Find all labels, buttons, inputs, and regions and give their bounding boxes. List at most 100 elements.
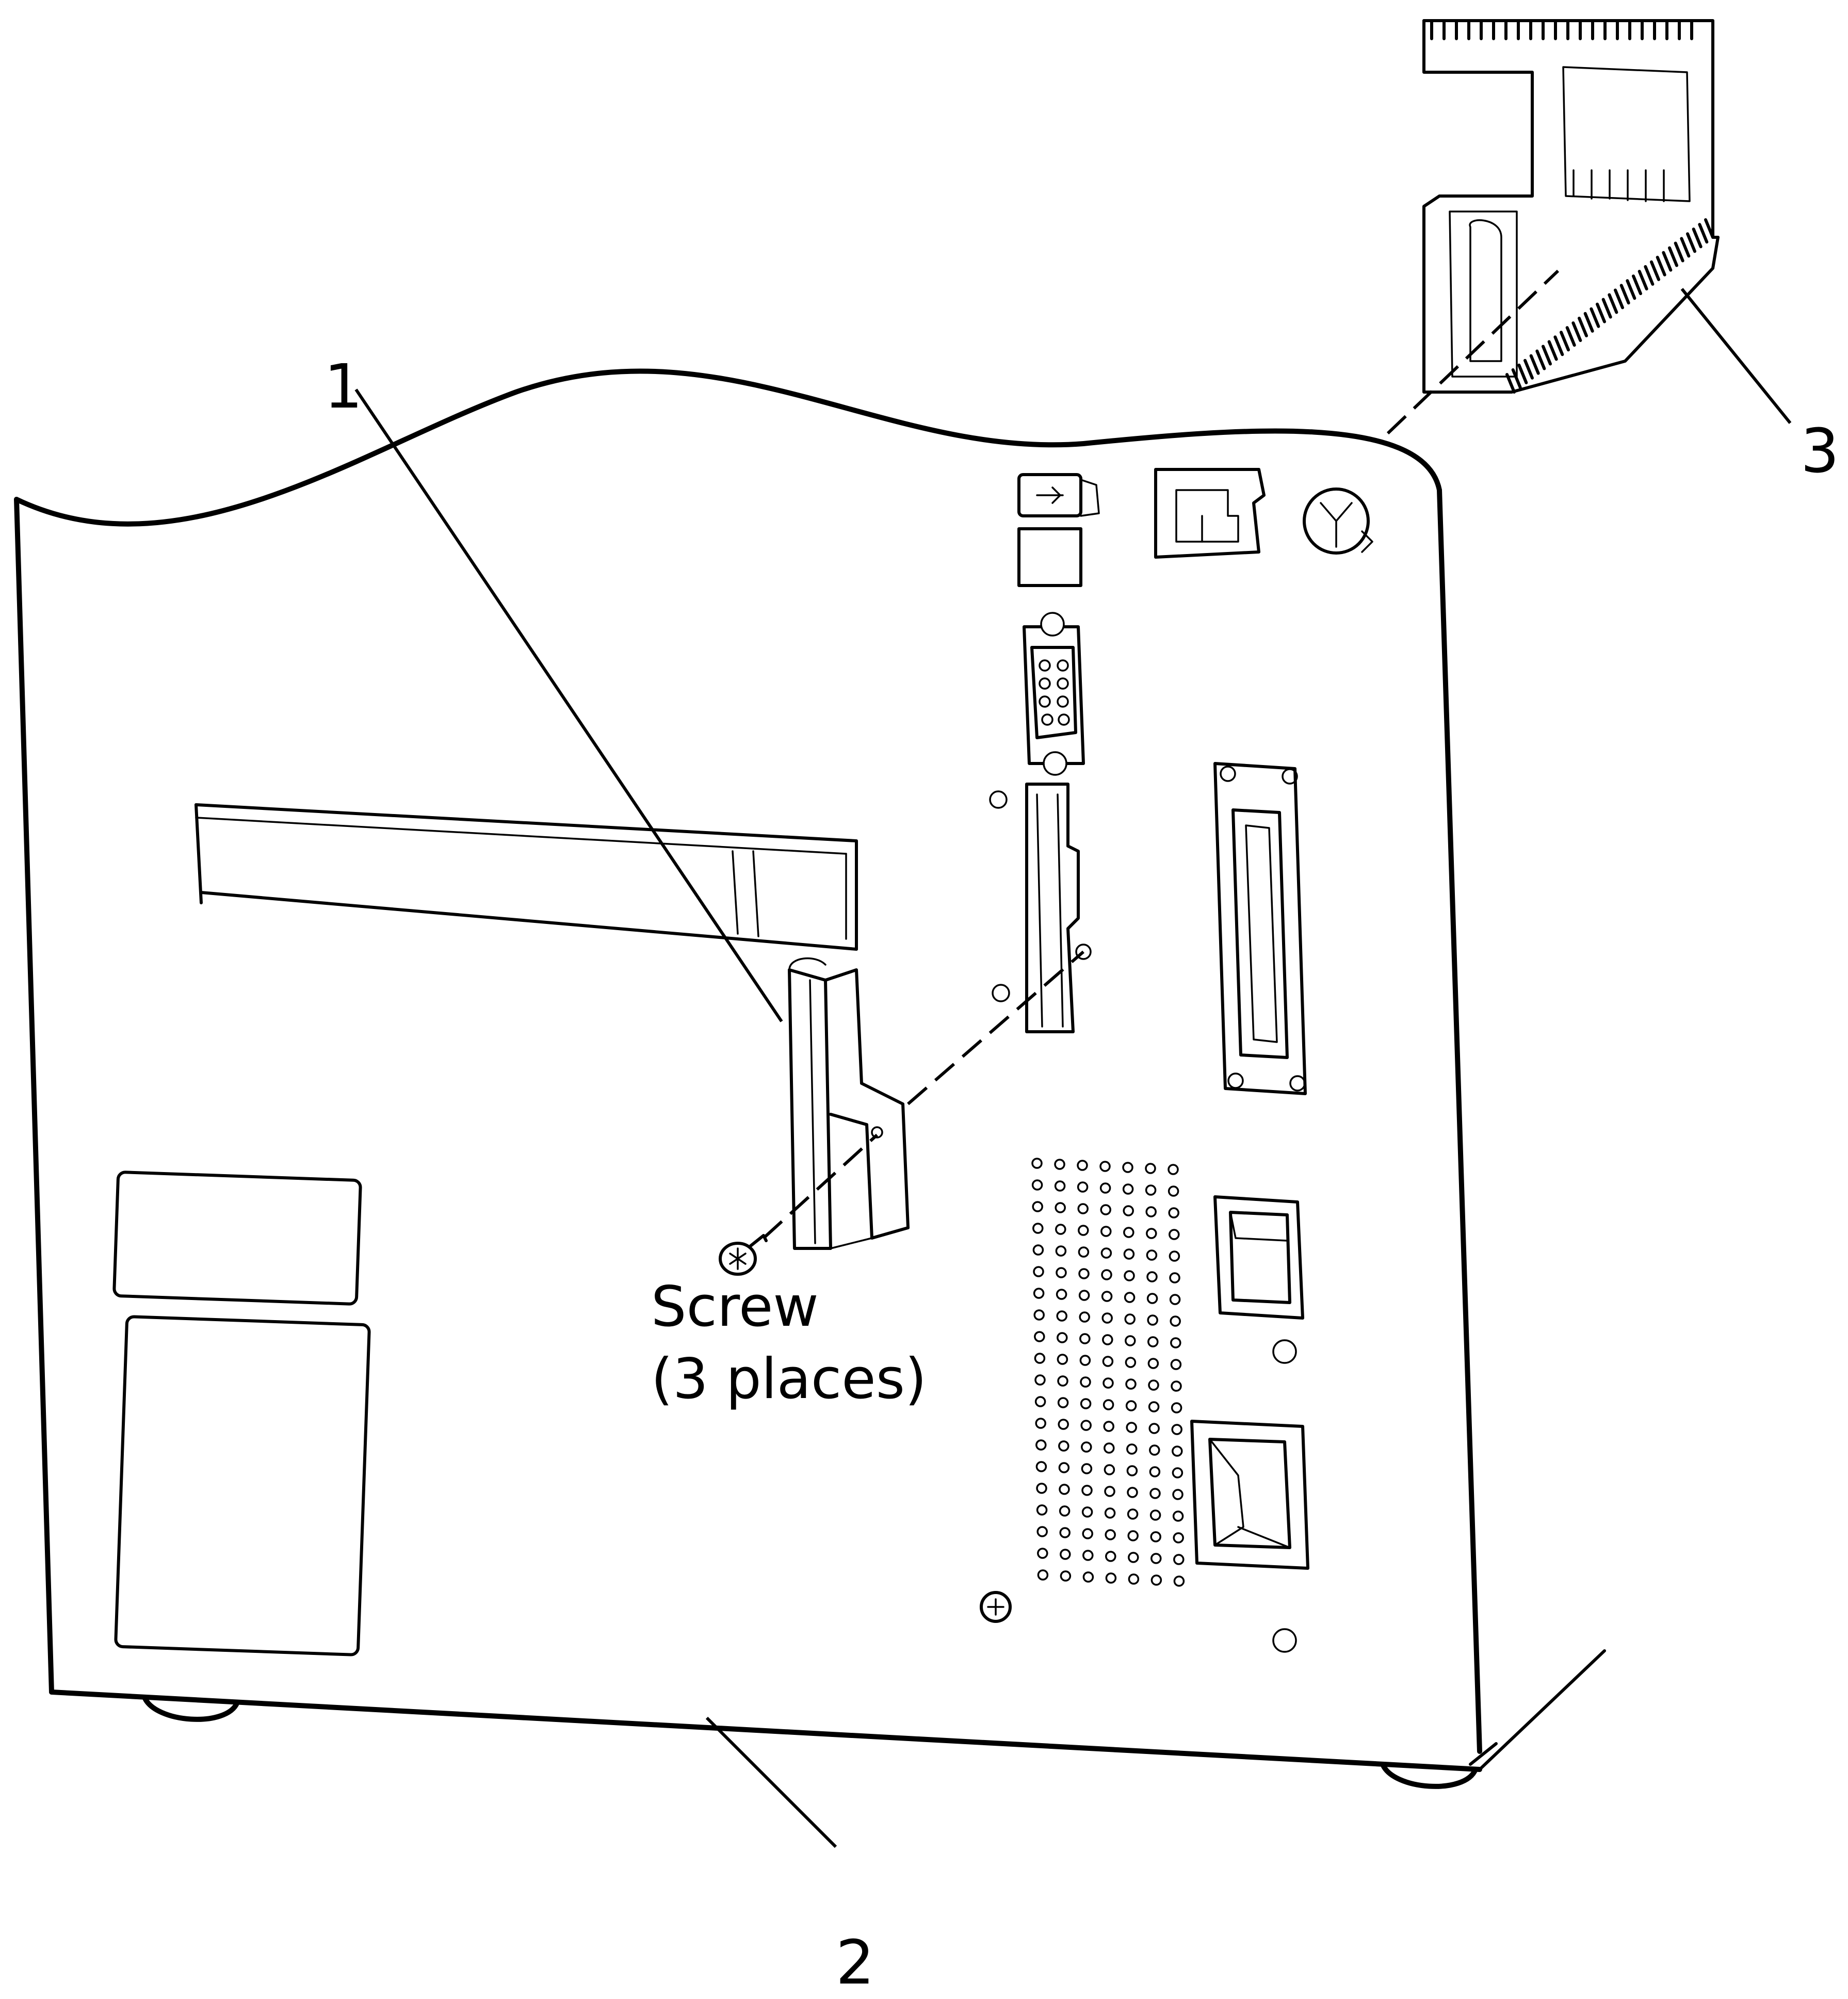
- vent-hole: [1058, 1419, 1069, 1430]
- vent-hole: [1170, 1359, 1182, 1370]
- vent-hole: [1031, 1179, 1043, 1191]
- vent-hole: [1036, 1483, 1047, 1494]
- vent-hole: [1146, 1249, 1158, 1261]
- vent-hole: [1035, 1439, 1047, 1451]
- vent-hole: [1036, 1504, 1048, 1516]
- connector-bracket: [989, 783, 1092, 1033]
- vent-hole: [1082, 1528, 1093, 1539]
- vent-hole: [1150, 1553, 1162, 1564]
- vent-hole: [1149, 1509, 1161, 1521]
- vent-hole: [1172, 1489, 1184, 1500]
- vent-hole: [1055, 1202, 1066, 1213]
- vent-hole: [1169, 1229, 1180, 1240]
- vent-hole: [1078, 1246, 1090, 1258]
- cover-dash-line: [1386, 269, 1560, 435]
- vent-hole: [1101, 1291, 1113, 1302]
- panel-screw-b: [1272, 1628, 1297, 1653]
- vent-hole: [1082, 1571, 1094, 1583]
- vent-hole: [1171, 1424, 1182, 1435]
- vent-hole: [1035, 1461, 1047, 1472]
- vent-hole: [1104, 1507, 1116, 1519]
- vent-hole: [1169, 1272, 1180, 1283]
- vent-hole: [1168, 1207, 1179, 1218]
- vent-hole: [1148, 1379, 1159, 1391]
- power-inlet-icon: [1190, 1420, 1309, 1570]
- rear-cover-panel: [1422, 19, 1720, 394]
- vent-hole: [1057, 1332, 1068, 1343]
- vent-hole: [1080, 1398, 1092, 1409]
- vent-hole: [1147, 1358, 1159, 1369]
- vent-hole: [1105, 1572, 1117, 1584]
- vent-hole: [1032, 1223, 1044, 1234]
- vent-hole: [1147, 1336, 1159, 1347]
- vent-hole: [1125, 1357, 1137, 1368]
- vent-hole: [1077, 1160, 1088, 1171]
- vent-hole: [1150, 1574, 1162, 1586]
- vent-hole: [1031, 1158, 1043, 1169]
- vent-hole: [1124, 1270, 1135, 1281]
- vent-hole: [1123, 1227, 1134, 1238]
- vent-hole: [1034, 1353, 1046, 1364]
- vent-hole: [1103, 1377, 1114, 1389]
- vent-hole: [1101, 1312, 1113, 1324]
- vent-hole: [1102, 1356, 1114, 1367]
- vent-hole: [1033, 1309, 1045, 1321]
- vent-hole: [1079, 1333, 1091, 1344]
- vent-hole: [1123, 1205, 1134, 1216]
- vent-hole: [1145, 1206, 1157, 1217]
- vent-hole: [1171, 1380, 1182, 1392]
- usb-port-icon: [1017, 473, 1100, 587]
- vent-hole: [1149, 1488, 1161, 1499]
- vent-hole: [1034, 1374, 1046, 1386]
- vent-hole: [1126, 1422, 1137, 1433]
- vent-hole: [1105, 1529, 1116, 1540]
- vent-hole: [1146, 1228, 1157, 1239]
- vent-hole: [1146, 1293, 1158, 1304]
- vent-hole: [1032, 1244, 1044, 1256]
- vent-hole: [1122, 1183, 1134, 1195]
- vent-hole: [1170, 1337, 1181, 1348]
- vent-hole: [1056, 1310, 1067, 1322]
- screw-dash-line-a: [762, 1133, 879, 1240]
- screw-icon: [719, 1234, 768, 1276]
- cover-serrations: [1430, 19, 1714, 394]
- vent-hole: [1122, 1162, 1133, 1173]
- vent-hole: [1035, 1418, 1046, 1429]
- cable-bracket: [788, 957, 910, 1250]
- vent-hole: [1033, 1266, 1044, 1277]
- vent-hole: [1060, 1549, 1071, 1560]
- vent-hole: [1146, 1271, 1158, 1282]
- vent-hole: [1128, 1552, 1139, 1563]
- vent-hole: [1059, 1505, 1071, 1517]
- vent-hole: [1149, 1444, 1160, 1456]
- vent-hole: [1081, 1441, 1092, 1453]
- vent-hole: [1126, 1465, 1138, 1476]
- vent-hole: [1057, 1354, 1068, 1365]
- leader-line-1: [354, 388, 783, 1022]
- vent-hole: [1101, 1269, 1112, 1280]
- vent-hole: [1058, 1440, 1069, 1452]
- vent-hole: [1077, 1181, 1089, 1193]
- vent-hole: [1078, 1290, 1090, 1301]
- vent-hole: [1080, 1376, 1091, 1388]
- vent-hole: [1105, 1551, 1116, 1562]
- vent-hole: [1036, 1526, 1048, 1537]
- round-connector: [1303, 487, 1373, 555]
- vent-hole: [1100, 1226, 1112, 1237]
- vent-hole: [1100, 1247, 1112, 1259]
- vent-hole: [1103, 1399, 1114, 1410]
- printer-side-panel: [14, 368, 1606, 1789]
- vent-hole: [1081, 1485, 1093, 1496]
- vent-hole: [1099, 1182, 1111, 1194]
- vent-hole: [1033, 1288, 1045, 1299]
- foot-left: [142, 1695, 240, 1722]
- callout-1: 1: [324, 351, 363, 422]
- vent-hole: [1099, 1161, 1111, 1172]
- vent-hole: [1169, 1250, 1180, 1262]
- vent-hole: [1172, 1467, 1184, 1478]
- vent-hole: [1172, 1510, 1184, 1522]
- vent-hole: [1080, 1420, 1092, 1431]
- vent-hole: [1169, 1294, 1181, 1305]
- ethernet-port-icon: [1154, 468, 1266, 559]
